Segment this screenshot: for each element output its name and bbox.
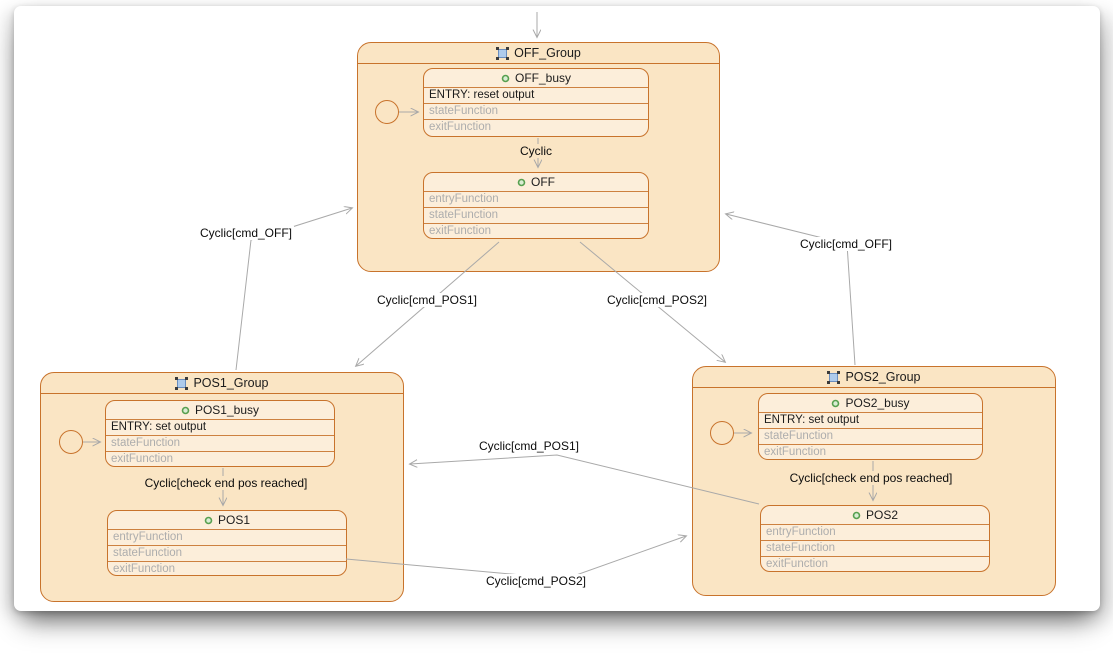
state-name: POS1_busy <box>194 403 260 417</box>
state-off-busy[interactable]: OFF_busy ENTRY: reset output stateFuncti… <box>423 68 649 137</box>
exit-function: exitFunction <box>113 563 176 575</box>
group-pos1-header: POS1_Group <box>41 373 403 394</box>
state-pos2[interactable]: POS2 entryFunction stateFunction exitFun… <box>760 505 990 572</box>
state-entry-action: ENTRY: reset output <box>424 88 648 104</box>
entry-function: entryFunction <box>108 530 346 546</box>
transition-label-cmd-pos2-right: Cyclic[cmd_POS2] <box>604 293 710 307</box>
group-off-header: OFF_Group <box>358 43 719 64</box>
transition-label-cmd-pos1-mid: Cyclic[cmd_POS1] <box>476 439 582 453</box>
exit-function: exitFunction <box>764 446 827 458</box>
state-name: OFF <box>531 175 555 189</box>
state-entry-action: ENTRY: set output <box>759 413 982 429</box>
transition-label-cmd-off-right: Cyclic[cmd_OFF] <box>797 237 895 251</box>
state-name: POS2 <box>865 508 898 522</box>
state-function: stateFunction <box>759 429 982 445</box>
state-icon <box>517 178 526 186</box>
transition-label-cyclic: Cyclic <box>518 144 554 158</box>
group-pos2-header: POS2_Group <box>693 367 1055 388</box>
state-name: OFF_busy <box>514 71 571 85</box>
transition-label-cmd-pos2-bottom: Cyclic[cmd_POS2] <box>483 574 589 588</box>
state-pos1-busy[interactable]: POS1_busy ENTRY: set output stateFunctio… <box>105 400 335 467</box>
state-function: stateFunction <box>108 546 346 562</box>
transition-label-check-end-pos1: Cyclic[check end pos reached] <box>142 476 310 490</box>
exit-function: exitFunction <box>111 453 174 465</box>
state-icon <box>501 74 510 82</box>
initial-state-off[interactable] <box>375 100 399 124</box>
state-entry-action: ENTRY: set output <box>106 420 334 436</box>
state-title-bar: POS1_busy <box>106 401 334 420</box>
transition-label-check-end-pos2: Cyclic[check end pos reached] <box>787 471 955 485</box>
state-pos1[interactable]: POS1 entryFunction stateFunction exitFun… <box>107 510 347 576</box>
exit-function: exitFunction <box>429 225 492 237</box>
group-title: POS2_Group <box>845 370 921 384</box>
composite-state-icon <box>175 376 189 390</box>
state-name: POS1 <box>217 513 250 527</box>
group-title: OFF_Group <box>514 46 581 60</box>
state-function: stateFunction <box>424 104 648 120</box>
state-off[interactable]: OFF entryFunction stateFunction exitFunc… <box>423 172 649 239</box>
initial-state-pos1[interactable] <box>59 430 83 454</box>
transition-label-cmd-pos1-left: Cyclic[cmd_POS1] <box>374 293 480 307</box>
entry-function: entryFunction <box>761 525 989 541</box>
state-name: POS2_busy <box>845 396 910 410</box>
composite-state-icon <box>827 370 841 384</box>
exit-function: exitFunction <box>766 558 829 570</box>
state-icon <box>832 399 840 407</box>
transition-label-cmd-off-left: Cyclic[cmd_OFF] <box>197 226 295 240</box>
state-title-bar: POS2_busy <box>759 394 982 413</box>
state-title-bar: POS1 <box>108 511 346 530</box>
state-icon <box>204 516 213 524</box>
exit-function: exitFunction <box>429 121 492 133</box>
group-title: POS1_Group <box>193 376 269 390</box>
state-title-bar: OFF <box>424 173 648 192</box>
state-pos2-busy[interactable]: POS2_busy ENTRY: set output stateFunctio… <box>758 393 983 460</box>
initial-state-pos2[interactable] <box>710 421 734 445</box>
composite-state-icon <box>496 46 510 60</box>
entry-function: entryFunction <box>424 192 648 208</box>
state-function: stateFunction <box>761 541 989 557</box>
state-title-bar: OFF_busy <box>424 69 648 88</box>
state-icon <box>852 511 861 519</box>
state-function: stateFunction <box>106 436 334 452</box>
state-title-bar: POS2 <box>761 506 989 525</box>
state-icon <box>181 406 190 414</box>
state-function: stateFunction <box>424 208 648 224</box>
